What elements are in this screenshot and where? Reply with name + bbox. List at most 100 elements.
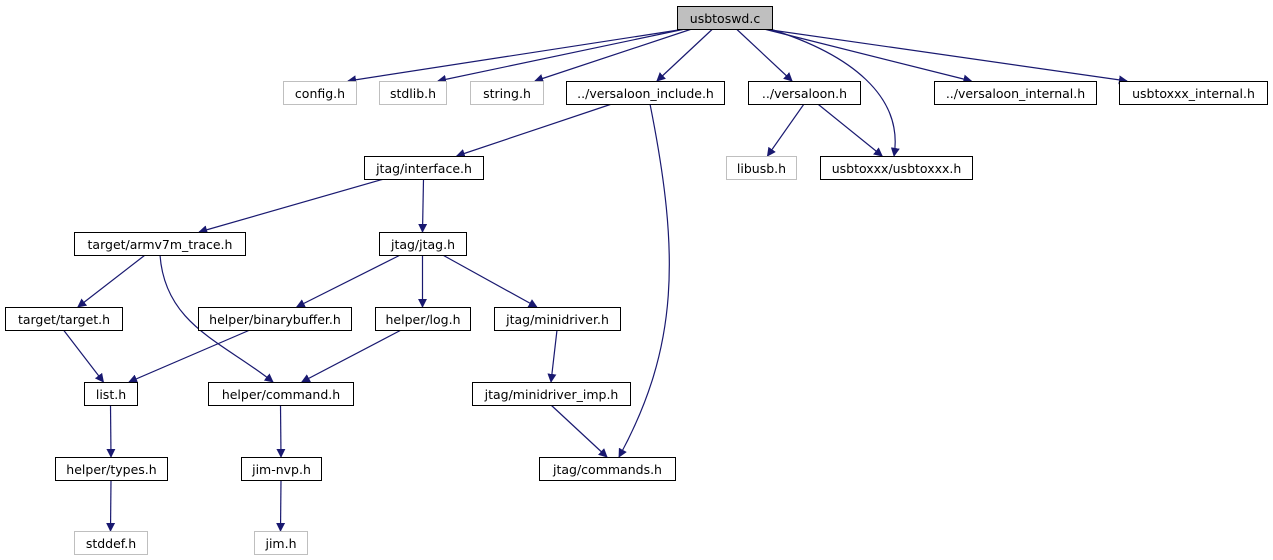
node-box (379, 81, 447, 105)
edge-jim_nvp-to-jim (276, 479, 286, 532)
node-box (748, 81, 861, 105)
node-helper_types[interactable]: helper/types.h (55, 457, 168, 481)
node-box (254, 531, 308, 555)
edge-usbtoswd-to-versaloon_include (656, 28, 713, 82)
node-box (539, 457, 676, 481)
edge-usbtoswd-to-usbtoxxx_internal (763, 28, 1128, 85)
nodes-layer: usbtoswd.c config.h stdlib.h string.h ../ver… (5, 6, 1268, 555)
edge-jtag_interface-to-jtag_jtag (418, 178, 428, 233)
node-usbtoswd[interactable]: usbtoswd.c (677, 6, 773, 30)
edge-helper_log-to-helper_command (301, 329, 402, 383)
node-box (470, 81, 544, 105)
node-label: jim.h (264, 536, 296, 551)
edge-minidriver-to-minidriver_imp (547, 329, 558, 383)
node-label: jtag/minidriver.h (505, 312, 609, 327)
edge-list-to-helper_types (106, 404, 116, 458)
node-box (375, 307, 471, 331)
node-label: helper/log.h (385, 312, 460, 327)
edge-target_target-to-list (63, 329, 104, 383)
node-minidriver_imp[interactable]: jtag/minidriver_imp.h (472, 382, 631, 406)
node-box (198, 307, 352, 331)
node-binarybuffer[interactable]: helper/binarybuffer.h (198, 307, 352, 331)
node-box (1119, 81, 1268, 105)
node-target_target[interactable]: target/target.h (5, 307, 123, 331)
edge-usbtoswd-to-string (534, 28, 692, 83)
node-label: target/armv7m_trace.h (88, 237, 233, 252)
node-string: string.h (470, 81, 544, 105)
node-label: jtag/jtag.h (390, 237, 455, 252)
node-label: string.h (483, 86, 531, 101)
node-versaloon[interactable]: ../versaloon.h (748, 81, 861, 105)
node-box (364, 156, 484, 180)
node-label: jtag/minidriver_imp.h (484, 387, 619, 402)
node-label: ../versaloon_include.h (577, 86, 714, 101)
edges-layer (63, 28, 1128, 532)
node-box (379, 232, 467, 256)
node-jtag_interface[interactable]: jtag/interface.h (364, 156, 484, 180)
node-box (283, 81, 357, 105)
edge-helper_types-to-stddef (106, 479, 116, 532)
node-label: ../versaloon_internal.h (946, 86, 1085, 101)
edge-versaloon-to-libusb (766, 103, 805, 157)
node-usbtoxxx_internal[interactable]: usbtoxxx_internal.h (1119, 81, 1268, 105)
edge-usbtoswd-to-usbtoxxx (769, 28, 900, 157)
edge-armv7m_trace-to-target_target (77, 254, 146, 308)
edge-versaloon-to-usbtoxxx (817, 103, 883, 157)
node-label: stdlib.h (390, 86, 436, 101)
edge-usbtoswd-to-versaloon (736, 28, 793, 82)
node-helper_command[interactable]: helper/command.h (208, 382, 354, 406)
node-box (208, 382, 354, 406)
node-label: usbtoxxx/usbtoxxx.h (832, 161, 962, 176)
edge-jtag_interface-to-armv7m_trace (198, 178, 385, 235)
edge-usbtoswd-to-versaloon_internal (763, 28, 973, 84)
edge-binarybuffer-to-list (128, 329, 251, 383)
node-minidriver[interactable]: jtag/minidriver.h (494, 307, 621, 331)
node-libusb: libusb.h (726, 156, 797, 180)
node-label: jtag/commands.h (552, 462, 662, 477)
node-box (472, 382, 631, 406)
node-label: helper/binarybuffer.h (209, 312, 341, 327)
node-armv7m_trace[interactable]: target/armv7m_trace.h (74, 232, 246, 256)
node-box (84, 382, 138, 406)
node-list[interactable]: list.h (84, 382, 138, 406)
node-config: config.h (283, 81, 357, 105)
node-label: usbtoxxx_internal.h (1132, 86, 1255, 101)
node-box (74, 232, 246, 256)
node-versaloon_internal[interactable]: ../versaloon_internal.h (934, 81, 1097, 105)
node-box (241, 457, 322, 481)
edge-versaloon_include-to-jtag_commands (618, 103, 670, 458)
node-label: libusb.h (737, 161, 786, 176)
node-label: helper/command.h (222, 387, 340, 402)
node-box (494, 307, 621, 331)
node-label: stddef.h (86, 536, 136, 551)
node-box (934, 81, 1097, 105)
edge-versaloon_include-to-jtag_interface (455, 103, 612, 158)
node-box (726, 156, 797, 180)
node-label: ../versaloon.h (762, 86, 847, 101)
node-label: usbtoswd.c (690, 11, 761, 26)
node-label: jtag/interface.h (375, 161, 472, 176)
node-jtag_commands[interactable]: jtag/commands.h (539, 457, 676, 481)
node-helper_log[interactable]: helper/log.h (375, 307, 471, 331)
node-box (566, 81, 725, 105)
node-jim: jim.h (254, 531, 308, 555)
node-stdlib: stdlib.h (379, 81, 447, 105)
node-jtag_jtag[interactable]: jtag/jtag.h (379, 232, 467, 256)
node-box (55, 457, 168, 481)
edge-helper_command-to-jim_nvp (276, 404, 286, 458)
node-versaloon_include[interactable]: ../versaloon_include.h (566, 81, 725, 105)
edge-minidriver_imp-to-jtag_commands (550, 404, 608, 458)
node-stddef: stddef.h (74, 531, 148, 555)
node-label: target/target.h (18, 312, 110, 327)
edge-jtag_jtag-to-minidriver (442, 254, 538, 308)
node-label: helper/types.h (66, 462, 156, 477)
node-label: list.h (96, 387, 126, 402)
node-label: jim-nvp.h (251, 462, 311, 477)
edge-usbtoswd-to-stdlib (437, 28, 686, 84)
node-box (677, 6, 773, 30)
node-box (74, 531, 148, 555)
node-jim_nvp[interactable]: jim-nvp.h (241, 457, 322, 481)
node-label: config.h (295, 86, 345, 101)
node-usbtoxxx[interactable]: usbtoxxx/usbtoxxx.h (820, 156, 973, 180)
